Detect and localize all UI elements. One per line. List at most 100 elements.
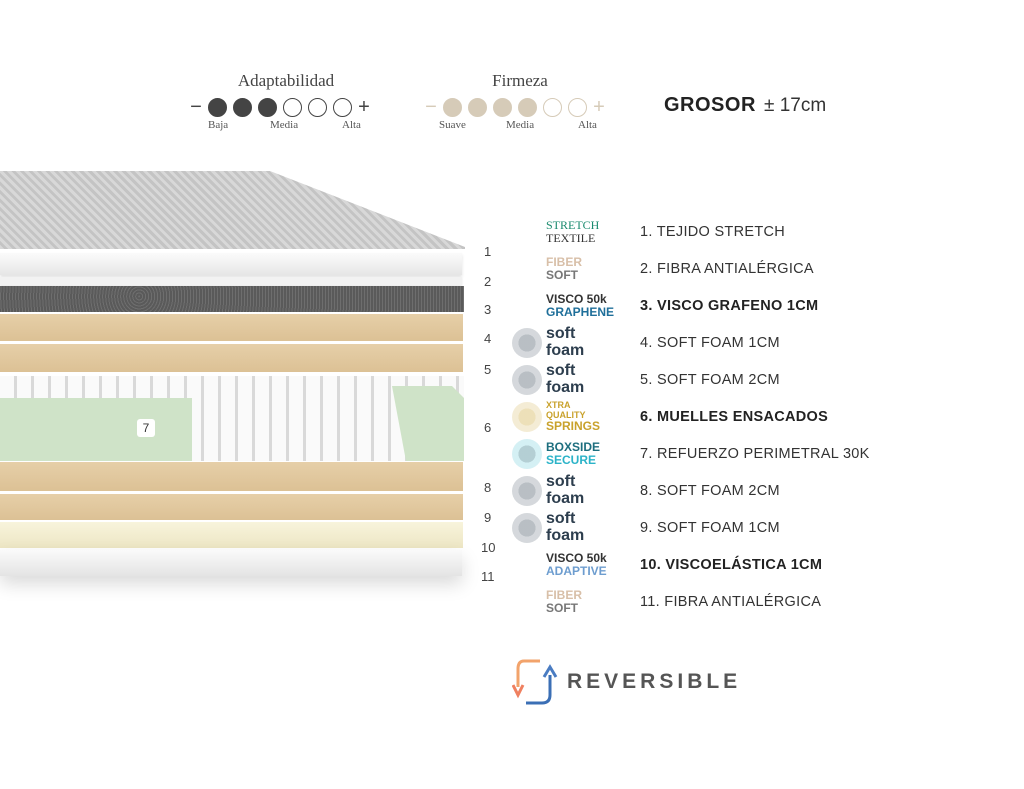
layer-label: 11. FIBRA ANTIALÉRGICA <box>640 594 822 610</box>
reversible-arrows-icon <box>511 657 562 707</box>
perimeter-reinforcement-right <box>392 386 464 461</box>
layer-number: 8 <box>484 480 492 495</box>
visco-graphene-layer <box>0 286 464 312</box>
layer-label: 2. FIBRA ANTIALÉRGICA <box>640 261 814 277</box>
minus-sign: − <box>190 96 202 118</box>
brand-logo-text: SOFT <box>546 268 578 282</box>
layer-number: 5 <box>484 362 492 377</box>
layer-number: 1 <box>484 244 492 259</box>
layer-number: 10 <box>481 540 496 555</box>
brand-logo-text: soft <box>546 510 576 528</box>
brand-logo-icon <box>512 513 542 543</box>
layer-number: 11 <box>481 569 495 584</box>
brand-logo-text: VISCO 50k <box>546 292 607 307</box>
brand-logo-icon <box>512 402 542 432</box>
brand-logo-text: TEXTILE <box>546 231 596 245</box>
brand-logo-text: FIBER <box>546 255 582 270</box>
fibersoft-layer <box>0 277 462 285</box>
empty-dot <box>308 98 327 117</box>
adaptability-scale-mid: Media <box>270 119 299 131</box>
filled-dot <box>258 98 277 117</box>
filled-dot <box>443 98 462 117</box>
quilted-top-layer <box>0 171 465 249</box>
perimeter-reinforcement-left <box>0 398 192 461</box>
layer-label: 7. REFUERZO PERIMETRAL 30K <box>640 446 870 462</box>
soft-foam-layer-4 <box>0 314 463 341</box>
soft-foam-layer-8 <box>0 462 463 491</box>
layer-label: 4. SOFT FOAM 1CM <box>640 335 780 351</box>
brand-logo-text: soft <box>546 473 576 491</box>
firmness-scale-low: Suave <box>439 119 466 131</box>
layer-label: 6. MUELLES ENSACADOS <box>640 409 829 425</box>
brand-logo-icon <box>512 291 542 321</box>
layer-label: 9. SOFT FOAM 1CM <box>640 520 780 536</box>
layer-number: 3 <box>484 302 492 317</box>
brand-logo-text: SPRINGS <box>546 419 601 434</box>
firmness-title: Firmeza <box>492 71 548 90</box>
brand-logo-text: STRETCH <box>546 218 600 233</box>
visco-adaptive-layer <box>0 522 463 548</box>
filled-dot <box>208 98 227 117</box>
filled-dot <box>493 98 512 117</box>
brand-logo-text: soft <box>546 362 576 380</box>
brand-logo-icon <box>512 328 542 358</box>
brand-logo-text: SECURE <box>546 453 597 467</box>
brand-logo-text: SOFT <box>546 601 578 615</box>
empty-dot <box>543 98 562 117</box>
brand-logo-text: VISCO 50k <box>546 551 607 566</box>
reversible-label: REVERSIBLE <box>567 670 742 693</box>
layer-label: 3. VISCO GRAFENO 1CM <box>640 298 819 314</box>
firmness-rating: −+ <box>425 96 605 119</box>
layer-number: 6 <box>484 420 492 435</box>
adaptability-scale-high: Alta <box>342 119 361 131</box>
layer-number: 4 <box>484 331 492 346</box>
layer-label: 1. TEJIDO STRETCH <box>640 224 786 240</box>
brand-logo-text: foam <box>546 527 585 544</box>
brand-logo-icon <box>512 587 542 617</box>
brand-logo-text: foam <box>546 342 585 359</box>
thickness-label: GROSOR <box>664 94 756 116</box>
brand-logo-text: foam <box>546 490 585 507</box>
brand-logo-text: XTRA QUALITY <box>546 400 586 420</box>
empty-dot <box>333 98 352 117</box>
brand-logo-text: foam <box>546 379 585 396</box>
adaptability-title: Adaptabilidad <box>237 71 335 90</box>
fibersoft-bottom-layer <box>0 550 462 576</box>
brand-logo-icon <box>512 439 542 469</box>
plus-sign: + <box>593 96 605 118</box>
brand-logo-icon <box>512 365 542 395</box>
stretch-fabric-layer <box>0 253 462 275</box>
brand-logo-icon <box>512 550 542 580</box>
soft-foam-layer-5 <box>0 344 463 372</box>
adaptability-rating: −+ <box>190 96 370 119</box>
brand-logo-text: FIBER <box>546 588 582 603</box>
layer-label: 5. SOFT FOAM 2CM <box>640 372 780 388</box>
empty-dot <box>568 98 587 117</box>
layer-label: 10. VISCOELÁSTICA 1CM <box>640 557 823 573</box>
brand-logo-text: soft <box>546 325 576 343</box>
firmness-scale-high: Alta <box>578 119 597 131</box>
firmness-scale-mid: Media <box>506 119 535 131</box>
brand-logo-text: BOXSIDE <box>546 440 601 455</box>
adaptability-scale-low: Baja <box>208 119 229 131</box>
filled-dot <box>233 98 252 117</box>
